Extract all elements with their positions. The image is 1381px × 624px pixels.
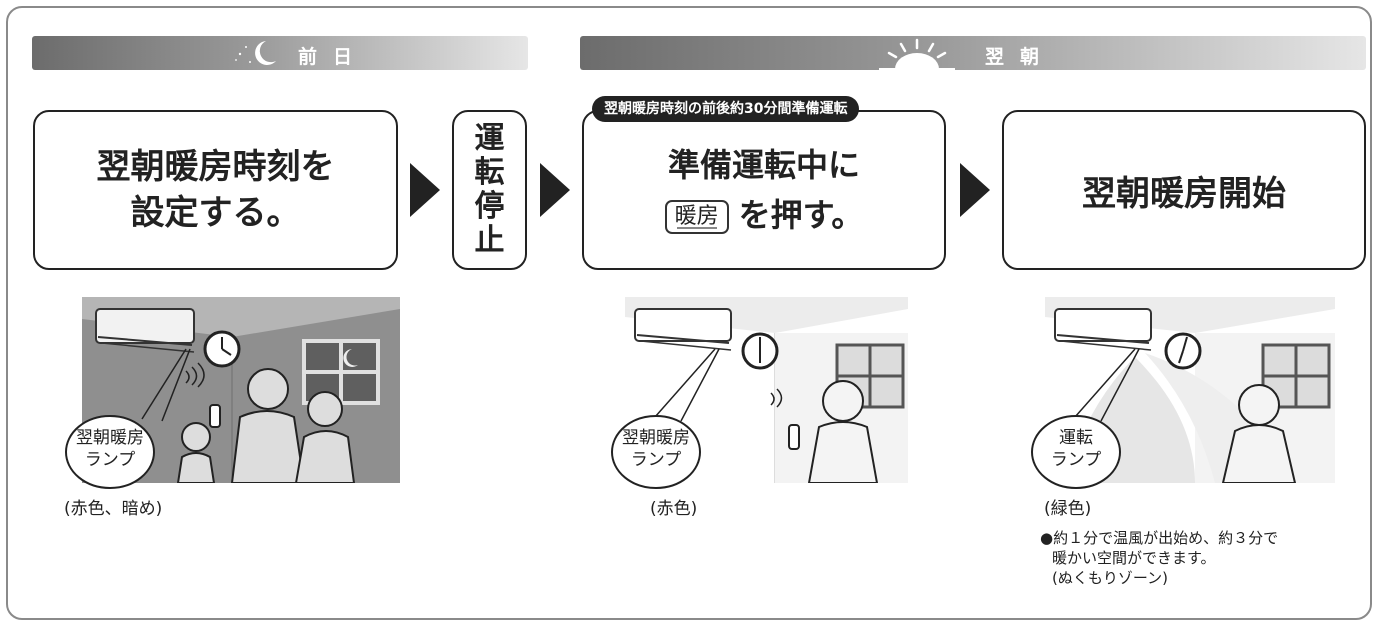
scene-prep-illustration: [625, 297, 908, 483]
remote-control-icon: [209, 404, 221, 428]
lamp-word: ランプ: [1050, 450, 1102, 470]
lamp-color-caption: (赤色、暗め): [64, 499, 163, 519]
lamp-color-caption: (赤色): [650, 499, 698, 519]
lamp-name: 翌朝暖房: [76, 428, 144, 448]
clock-icon: [741, 332, 779, 370]
step-stop-operation: 運 転 停 止: [452, 110, 527, 270]
sunrise-icon: [879, 38, 955, 70]
person-father-icon: [1221, 384, 1297, 483]
window-icon: [302, 339, 380, 405]
step-stop-char: 止: [474, 223, 505, 258]
person-mother-icon: [294, 391, 356, 483]
header-next-morning-label: 翌朝: [985, 46, 1056, 68]
note-line: ●約１分で温風が出始め、約３分で: [1040, 529, 1279, 547]
panel-frame: [6, 6, 1372, 620]
arrow-right-icon: [410, 163, 440, 217]
lamp-color-caption: (緑色): [1044, 499, 1092, 519]
air-conditioner-icon: [95, 308, 195, 353]
arrow-right-icon: [540, 163, 570, 217]
lamp-bubble: [65, 415, 155, 489]
step-heating-start: 翌朝暖房開始: [1002, 110, 1366, 270]
air-conditioner-icon: [634, 308, 732, 351]
step-press-line2: 暖房を押す。: [664, 190, 864, 240]
step-stop-char: 停: [474, 189, 505, 224]
window-icon: [1261, 343, 1331, 409]
step-stop-char: 運: [474, 121, 505, 156]
header-next-morning: 翌朝: [580, 36, 1366, 70]
prep-operation-tag: 翌朝暖房時刻の前後約30分間準備運転: [592, 96, 860, 122]
lamp-bubble: [1031, 415, 1121, 489]
header-previous-day: 前日: [32, 36, 528, 70]
step-set-time: 翌朝暖房時刻を 設定する。: [33, 110, 398, 270]
lamp-bubble: [611, 415, 701, 489]
moon-icon: [235, 41, 276, 65]
step-press-text: を押す。: [738, 196, 864, 234]
step-press-line1: 準備運転中に: [667, 146, 860, 184]
heating-button-icon: 暖房: [664, 200, 729, 234]
step-heating-start-label: 翌朝暖房開始: [1082, 173, 1286, 214]
lamp-word: ランプ: [630, 450, 682, 470]
person-father-icon: [807, 380, 879, 483]
person-father-icon: [230, 368, 306, 483]
header-previous-day-label: 前日: [298, 46, 369, 68]
air-conditioner-icon: [1054, 308, 1152, 351]
step-stop-char: 転: [474, 155, 505, 190]
lamp-bubble-label: 運転 ランプ: [1030, 427, 1122, 471]
lamp-name: 翌朝暖房: [622, 428, 690, 448]
arrow-right-icon: [960, 163, 990, 217]
note-line: 暖かい空間ができます。: [1052, 549, 1216, 567]
lamp-bubble-label: 翌朝暖房 ランプ: [610, 427, 702, 471]
lamp-name: 運転: [1059, 428, 1093, 448]
step-set-time-line2: 設定する。: [130, 193, 301, 233]
step-set-time-line1: 翌朝暖房時刻を: [96, 147, 335, 187]
lamp-bubble-label: 翌朝暖房 ランプ: [64, 427, 156, 471]
warm-zone-note: ●約１分で温風が出始め、約３分で 暖かい空間ができます。 (ぬくもりゾーン): [1040, 528, 1278, 588]
lamp-word: ランプ: [84, 450, 136, 470]
note-line: (ぬくもりゾーン): [1052, 569, 1168, 587]
step-press-heating: 準備運転中に 暖房を押す。: [582, 110, 946, 270]
remote-control-icon: [788, 424, 800, 450]
clock-icon: [203, 330, 241, 368]
person-child-icon: [176, 422, 216, 483]
clock-icon: [1164, 332, 1202, 370]
